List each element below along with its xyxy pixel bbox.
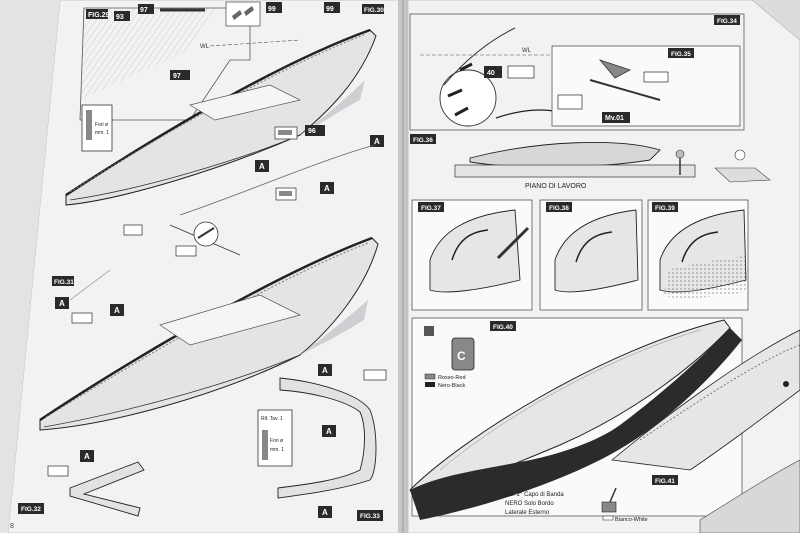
- fig39-panel: FIG.39: [647, 199, 749, 311]
- fig39-label: FIG.39: [655, 205, 675, 212]
- fig41-label: FIG.41: [655, 478, 675, 485]
- part-97b: 97: [173, 73, 181, 80]
- fig35-panel: [551, 45, 741, 127]
- rif-note-line3: mm. 1: [270, 447, 284, 453]
- note-line1: NB: 2° Capo di Banda: [505, 492, 564, 498]
- fig37-label: FIG.37: [421, 205, 441, 212]
- letter-a-1: A: [259, 162, 265, 171]
- part-93: 93: [116, 14, 124, 21]
- fig36-label: FIG.36: [413, 137, 433, 144]
- page-number: 8: [10, 523, 14, 530]
- fig29-panel: FIG.29 93 97: [79, 4, 251, 121]
- part-99b: 99: [326, 6, 334, 13]
- letter-a-4: A: [59, 299, 65, 308]
- letter-a-2: A: [324, 184, 330, 193]
- letter-a-7: A: [322, 366, 328, 375]
- letter-a-5: A: [114, 306, 120, 315]
- fori-note-top: Fori ø mm. 1: [81, 104, 113, 152]
- fig34-detail-circle: [439, 69, 497, 127]
- letter-a-8: A: [326, 427, 332, 436]
- letter-a-9: A: [322, 508, 328, 517]
- left-page: 8 FIG.29 93 97 99 99 FIG.30 WL: [7, 0, 403, 533]
- note-line3: Laterale Esterno: [505, 510, 550, 516]
- part-99-detail: [225, 1, 261, 27]
- legend-white: Bianco-White: [615, 517, 648, 523]
- part-40: 40: [487, 70, 495, 77]
- wl-label-left: WL: [200, 44, 210, 50]
- piano-label: PIANO DI LAVORO: [525, 183, 587, 190]
- fig30-label: FIG.30: [364, 7, 384, 14]
- legend-black: Nero-Black: [438, 383, 465, 389]
- hull-top: [65, 28, 377, 206]
- part-99: 99: [268, 6, 276, 13]
- spray-can-icon: [451, 337, 475, 371]
- fori-note-line2: mm. 1: [95, 130, 109, 136]
- fig29-label: FIG.29: [88, 12, 110, 19]
- fig35-label: FIG.35: [671, 51, 691, 58]
- fig34-panel: [409, 13, 745, 131]
- letter-a-3: A: [374, 137, 380, 146]
- fig33-label: FIG.33: [360, 513, 380, 520]
- fig32-panel: A FIG.32: [18, 450, 145, 517]
- fig37-panel: FIG.37: [411, 199, 533, 311]
- wl-label-right: WL: [522, 48, 532, 54]
- tool-label: Mv.01: [605, 115, 624, 122]
- fig40-label: FIG.40: [493, 324, 513, 331]
- rif-note-line1: Rif. Tav. 1: [261, 416, 283, 422]
- part-97: 97: [140, 7, 148, 14]
- fig34-label: FIG.34: [717, 18, 737, 25]
- fori-note-line1: Fori ø: [95, 122, 108, 128]
- note-line2: NERO Solo Bordo: [505, 501, 554, 507]
- right-page: FIG.34 WL 40 FIG.35 Mv.01 FIG.36 PIANO D…: [407, 0, 800, 533]
- hull-bottom: [39, 236, 379, 431]
- paint-pot-icon: [601, 501, 617, 513]
- letter-a-6: A: [84, 452, 90, 461]
- part-96: 96: [308, 128, 316, 135]
- fig38-label: FIG.38: [549, 205, 569, 212]
- fig36-panel: FIG.36 PIANO DI LAVORO: [410, 134, 771, 190]
- fig41-panel: FIG.41: [611, 329, 800, 533]
- legend-red: Rosso-Red: [438, 375, 466, 381]
- fig32-label: FIG.32: [21, 506, 41, 513]
- fig29-label-box: [86, 9, 108, 19]
- fig31-label: FIG.31: [54, 279, 74, 286]
- fig33-panel: A A A FIG.33 Rif. Tav. 1 Fori ø mm. 1: [257, 364, 387, 521]
- fig38-panel: FIG.38: [539, 199, 643, 311]
- rif-note-line2: Fori ø: [270, 438, 283, 444]
- spray-letter: C: [457, 349, 466, 363]
